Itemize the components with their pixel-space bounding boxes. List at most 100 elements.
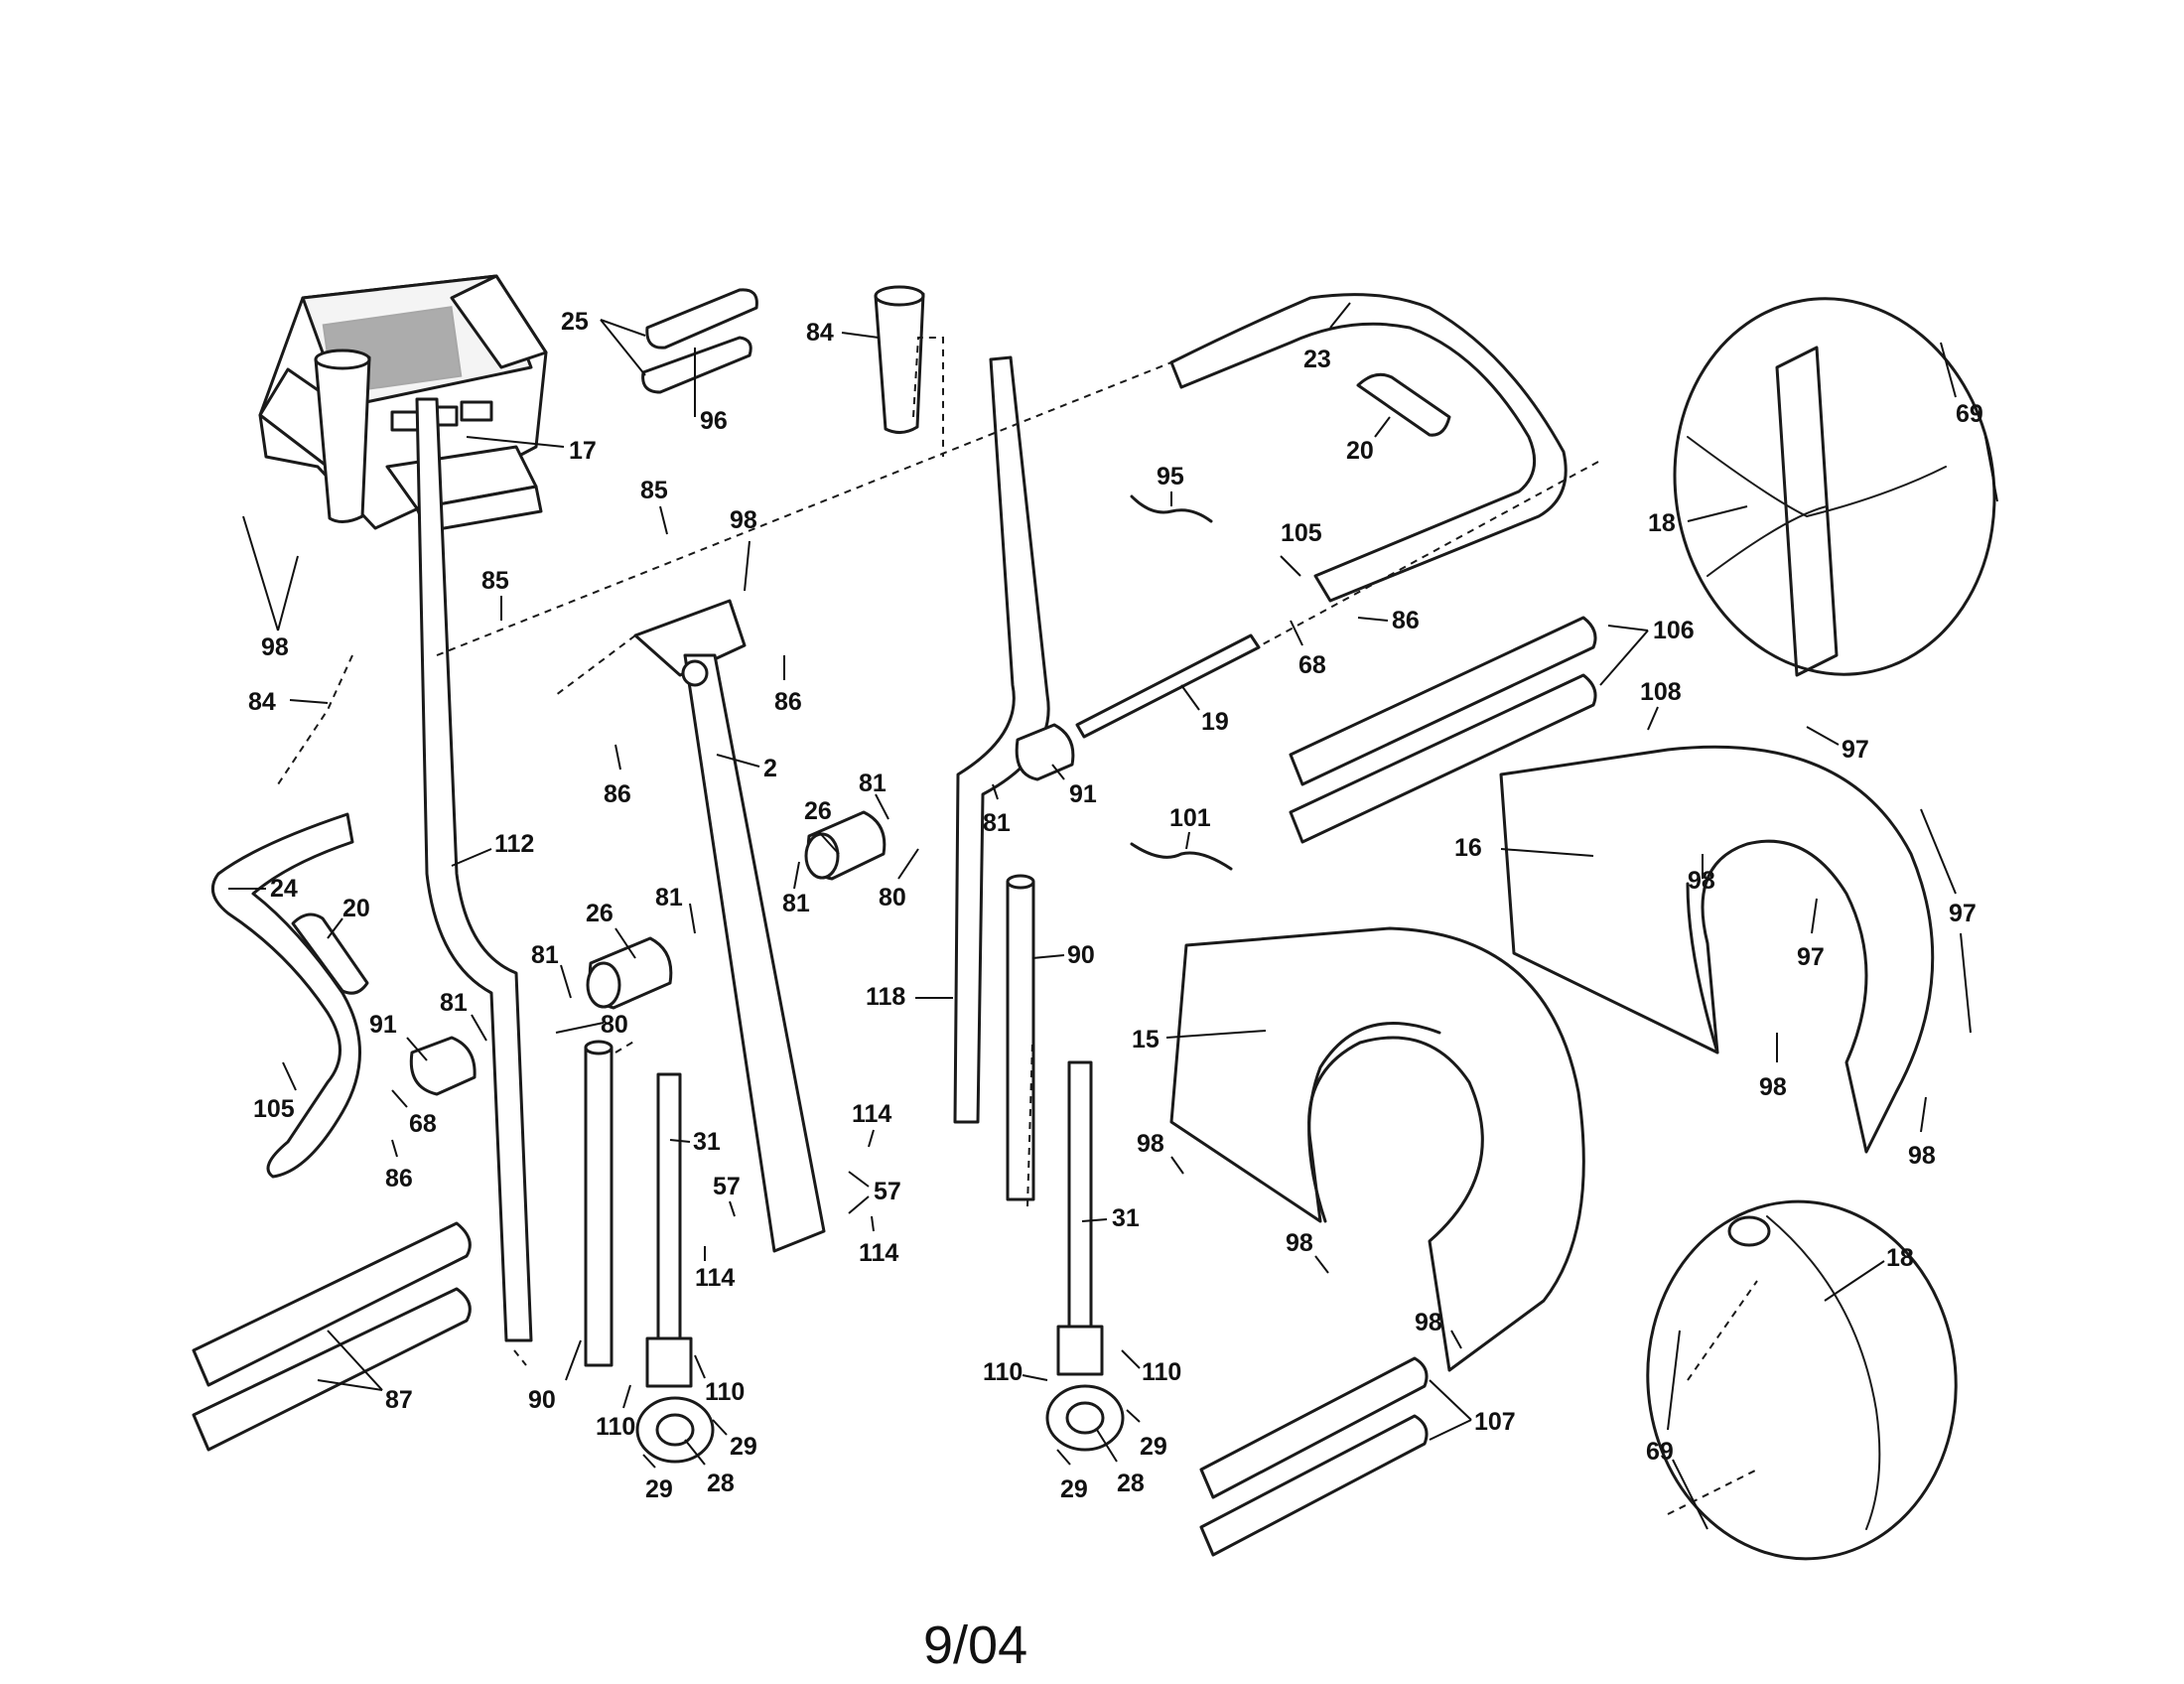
svg-text:98: 98 bbox=[730, 506, 757, 534]
svg-text:85: 85 bbox=[481, 567, 509, 595]
svg-text:91: 91 bbox=[369, 1011, 397, 1039]
callout-107: 107 bbox=[1429, 1379, 1516, 1441]
crank-arm-part-31-left bbox=[645, 1072, 693, 1388]
svg-text:97: 97 bbox=[1842, 736, 1869, 764]
svg-text:112: 112 bbox=[494, 830, 534, 858]
callout-112: 112 bbox=[451, 830, 534, 867]
svg-text:86: 86 bbox=[604, 780, 631, 808]
svg-text:29: 29 bbox=[1140, 1433, 1167, 1461]
svg-text:81: 81 bbox=[655, 884, 683, 912]
svg-text:80: 80 bbox=[879, 884, 906, 912]
callout-81-d: 81 bbox=[859, 770, 889, 820]
svg-text:68: 68 bbox=[409, 1110, 437, 1138]
callout-18-b: 18 bbox=[1824, 1244, 1914, 1302]
callout-110-c: 110 bbox=[983, 1358, 1048, 1386]
svg-text:101: 101 bbox=[1169, 804, 1211, 832]
arm-part-118 bbox=[953, 355, 1050, 1124]
cord-part-95 bbox=[1130, 494, 1213, 523]
callout-98-d: 98 bbox=[1286, 1229, 1329, 1274]
callout-84-a: 84 bbox=[248, 688, 329, 716]
callout-110-a: 110 bbox=[596, 1384, 635, 1441]
cap-part-91-right bbox=[1015, 723, 1075, 781]
callout-86-c: 86 bbox=[385, 1139, 413, 1193]
handlebar-part-24 bbox=[210, 812, 361, 1179]
callout-25: 25 bbox=[561, 308, 646, 376]
callout-110-d: 110 bbox=[1121, 1349, 1181, 1386]
callout-84-b: 84 bbox=[806, 319, 880, 347]
callout-90-b: 90 bbox=[1031, 941, 1095, 969]
svg-text:81: 81 bbox=[859, 770, 887, 797]
callout-97-c: 97 bbox=[1920, 808, 1977, 1034]
callout-81-f: 81 bbox=[983, 783, 1011, 837]
callout-86-b: 86 bbox=[604, 744, 631, 808]
svg-text:57: 57 bbox=[713, 1173, 741, 1200]
cover-part-18-bottom bbox=[1646, 1199, 1958, 1561]
callout-29-c: 29 bbox=[1126, 1409, 1167, 1461]
svg-text:17: 17 bbox=[569, 437, 597, 465]
callout-29-a: 29 bbox=[712, 1419, 757, 1461]
svg-text:90: 90 bbox=[1067, 941, 1095, 969]
callout-23: 23 bbox=[1303, 302, 1351, 373]
svg-text:107: 107 bbox=[1474, 1408, 1516, 1436]
callout-57: 57 bbox=[713, 1173, 741, 1217]
callout-98-a: 98 bbox=[242, 515, 299, 661]
shroud-part-16 bbox=[1499, 745, 1935, 1154]
svg-text:23: 23 bbox=[1303, 346, 1331, 373]
svg-text:98: 98 bbox=[1286, 1229, 1313, 1257]
grip-part-20-left bbox=[291, 912, 369, 995]
svg-text:97: 97 bbox=[1797, 943, 1825, 971]
arm-part-112 bbox=[415, 397, 533, 1342]
callout-98-f: 98 bbox=[1688, 854, 1715, 895]
callout-101: 101 bbox=[1169, 804, 1211, 850]
svg-text:25: 25 bbox=[561, 308, 589, 336]
grip-part-20-right bbox=[1356, 372, 1451, 437]
callout-91-b: 91 bbox=[1051, 764, 1097, 808]
callout-86-d: 86 bbox=[1357, 607, 1420, 634]
callout-81-a: 81 bbox=[531, 941, 572, 999]
cord-part-101 bbox=[1130, 842, 1233, 871]
callout-96: 96 bbox=[694, 348, 728, 435]
svg-text:57: 57 bbox=[874, 1178, 901, 1205]
svg-text:98: 98 bbox=[261, 633, 289, 661]
svg-text:86: 86 bbox=[1392, 607, 1420, 634]
svg-text:105: 105 bbox=[253, 1095, 295, 1123]
callout-24: 24 bbox=[228, 875, 298, 903]
callout-20-b: 20 bbox=[1346, 416, 1391, 465]
callout-98-e: 98 bbox=[1415, 1309, 1462, 1349]
callout-114-c: 114 bbox=[859, 1215, 898, 1267]
callout-19: 19 bbox=[1180, 684, 1229, 736]
svg-text:90: 90 bbox=[528, 1386, 556, 1414]
callout-20-a: 20 bbox=[327, 895, 370, 939]
svg-text:85: 85 bbox=[640, 477, 668, 504]
wheel-part-28-left bbox=[635, 1396, 715, 1464]
svg-text:98: 98 bbox=[1415, 1309, 1442, 1336]
handlebar-part-23 bbox=[1169, 293, 1568, 603]
svg-text:86: 86 bbox=[385, 1165, 413, 1193]
svg-text:20: 20 bbox=[1346, 437, 1374, 465]
assembly-guide-lines bbox=[277, 337, 1758, 1515]
svg-text:110: 110 bbox=[705, 1378, 745, 1406]
svg-text:28: 28 bbox=[1117, 1470, 1145, 1497]
callout-69-b: 69 bbox=[1646, 1330, 1708, 1530]
callout-97-b: 97 bbox=[1797, 898, 1825, 971]
callout-85-a: 85 bbox=[640, 477, 668, 535]
svg-text:81: 81 bbox=[440, 989, 468, 1017]
svg-text:26: 26 bbox=[804, 797, 832, 825]
svg-text:24: 24 bbox=[270, 875, 298, 903]
frame-part-2 bbox=[633, 599, 826, 1253]
callout-95: 95 bbox=[1157, 463, 1184, 506]
svg-text:69: 69 bbox=[1646, 1438, 1674, 1466]
callout-90-a: 90 bbox=[528, 1339, 582, 1414]
svg-text:114: 114 bbox=[852, 1100, 891, 1128]
svg-text:110: 110 bbox=[596, 1413, 635, 1441]
callout-31-b: 31 bbox=[1081, 1204, 1140, 1232]
callout-98-b: 98 bbox=[730, 506, 757, 592]
svg-text:118: 118 bbox=[866, 983, 905, 1011]
svg-text:18: 18 bbox=[1886, 1244, 1914, 1272]
rod-part-19 bbox=[1075, 633, 1261, 739]
callout-105-a: 105 bbox=[253, 1061, 297, 1123]
svg-text:31: 31 bbox=[693, 1128, 721, 1156]
callout-81-c: 81 bbox=[655, 884, 696, 934]
svg-text:108: 108 bbox=[1640, 678, 1682, 706]
